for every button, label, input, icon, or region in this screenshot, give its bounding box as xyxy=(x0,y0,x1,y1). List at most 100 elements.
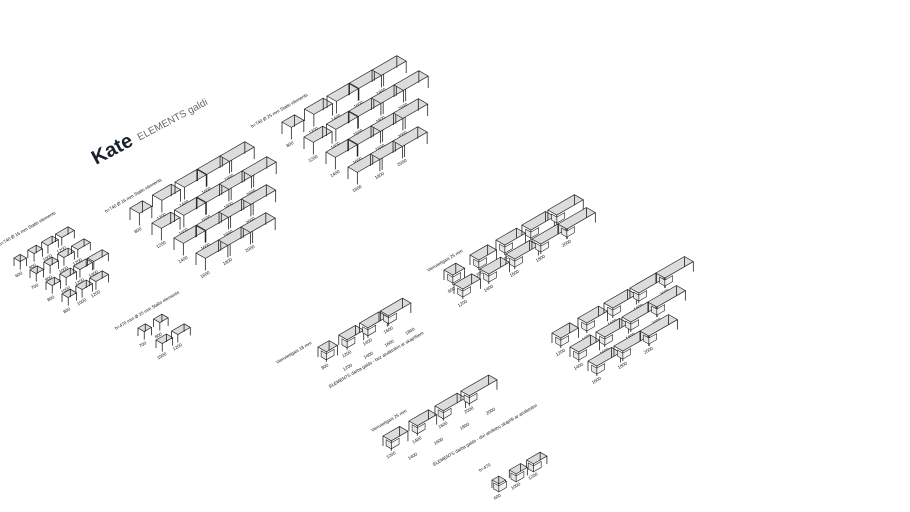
table-top xyxy=(27,244,44,255)
table: 1000 xyxy=(57,247,75,275)
table-group-double-25: 12001400160020001400160018002000Vienviet… xyxy=(370,374,538,467)
group-label: Vienvietīgais 18 mm xyxy=(275,340,313,365)
table: 1400 xyxy=(326,82,359,122)
pedestal-side xyxy=(383,314,390,325)
table: 1400 xyxy=(479,256,511,293)
pedestal-side xyxy=(463,394,470,405)
table-size-label: 1400 xyxy=(573,361,585,371)
extra-size-label: 1600 xyxy=(384,338,396,348)
table: 1000 xyxy=(59,267,78,294)
table-size-label: 800 xyxy=(320,362,329,370)
table-size-label: 1200 xyxy=(72,257,84,267)
table: 1600 xyxy=(434,392,467,430)
table-top xyxy=(75,279,94,291)
table: 2000 xyxy=(460,374,498,415)
table-top xyxy=(151,211,181,229)
table: 1800 xyxy=(613,330,650,370)
table: 2000 xyxy=(241,156,277,197)
table: 1000 xyxy=(75,279,94,306)
table-top xyxy=(45,276,62,287)
table-size-label: 800 xyxy=(62,306,71,314)
table: 1400 xyxy=(408,409,438,445)
table-top xyxy=(495,227,527,246)
table: 1200 xyxy=(338,324,365,359)
table-size-label: 1200 xyxy=(555,347,567,357)
table: 1400 xyxy=(174,168,207,209)
pedestal-side xyxy=(473,258,480,269)
table-top xyxy=(551,322,580,339)
table: 1600 xyxy=(379,297,412,335)
table-size-label: 1200 xyxy=(308,126,320,136)
extra-size-label: 1200 xyxy=(342,362,354,372)
pedestal-side xyxy=(599,335,606,346)
table-size-label: 2000 xyxy=(244,244,256,254)
pedestal-side xyxy=(581,321,588,332)
table-top xyxy=(325,110,359,130)
table: 2000 xyxy=(393,70,429,111)
pedestal-side xyxy=(625,320,632,331)
pedestal-side xyxy=(555,336,562,347)
table: 1600 xyxy=(196,154,233,195)
pedestal-side xyxy=(510,472,517,483)
table-size-label: 1400 xyxy=(178,227,190,237)
table-top xyxy=(59,267,78,279)
table-size-label: 800 xyxy=(285,140,294,148)
table-size-label: 1400 xyxy=(411,435,423,445)
table-size-label: 1800 xyxy=(222,257,234,267)
table: 800 xyxy=(45,276,62,302)
table-size-label: 2000 xyxy=(245,216,257,226)
table: 1800 xyxy=(531,223,569,263)
table-size-label: 1800 xyxy=(375,115,387,125)
pedestal-side xyxy=(561,227,568,238)
table-size-label: 800 xyxy=(44,274,53,282)
table: 1200 xyxy=(151,211,181,249)
table-size-label: 2000 xyxy=(561,238,573,248)
table-size-label: 1800 xyxy=(374,143,386,153)
table-size-label: 2000 xyxy=(463,405,475,415)
table: 1200 xyxy=(469,244,498,279)
table-size-label: 1800 xyxy=(223,173,235,183)
table-top xyxy=(155,333,174,345)
table-top xyxy=(392,98,429,119)
group-label: h=740 Ø 25 mm Stalto elements xyxy=(250,92,309,129)
pedestal-side xyxy=(457,287,464,298)
table-size-label: 1600 xyxy=(200,242,212,252)
table-top xyxy=(137,323,153,333)
table-group-mid-left: 8001200140016001800120014001600180020001… xyxy=(104,141,277,279)
table-size-label: 1000 xyxy=(58,265,70,275)
table-top xyxy=(358,311,388,329)
table-size-label: 1600 xyxy=(383,325,395,335)
table-size-label: 1200 xyxy=(341,349,353,359)
table-size-label: 1200 xyxy=(457,298,469,308)
table-size-label: 1200 xyxy=(156,212,168,222)
table-top xyxy=(152,313,169,324)
table: 1000 xyxy=(41,235,59,263)
table-size-label: 2000 xyxy=(396,158,408,168)
subtitle: ELEMENTS galdi xyxy=(136,97,210,143)
table-size-label: 1200 xyxy=(90,289,102,299)
table: 800 xyxy=(281,114,305,148)
table-top xyxy=(469,244,498,261)
table: 800 xyxy=(27,244,44,270)
table-top xyxy=(41,235,59,247)
extra-size-label: 1600 xyxy=(433,436,445,446)
pedestal-side xyxy=(509,257,516,268)
pedestal-side xyxy=(341,338,348,349)
table-size-label: 1800 xyxy=(374,171,386,181)
table-top xyxy=(86,249,110,263)
table-size-label: 1000 xyxy=(42,253,54,263)
table-top xyxy=(521,210,555,231)
pedestal-side xyxy=(527,462,534,473)
tables-layer: 8001200140016001800120014001600180020001… xyxy=(0,55,694,501)
table-size-label: 1200 xyxy=(385,450,397,460)
table: 2000 xyxy=(392,126,428,168)
table-size-label: 1400 xyxy=(178,199,190,209)
table: 1400 xyxy=(325,110,359,150)
brand-title: Kate xyxy=(88,130,137,170)
table-size-label: 1600 xyxy=(437,420,449,430)
table-top xyxy=(525,451,548,465)
table-size-label: 600 xyxy=(493,492,502,500)
table-top xyxy=(240,184,277,205)
